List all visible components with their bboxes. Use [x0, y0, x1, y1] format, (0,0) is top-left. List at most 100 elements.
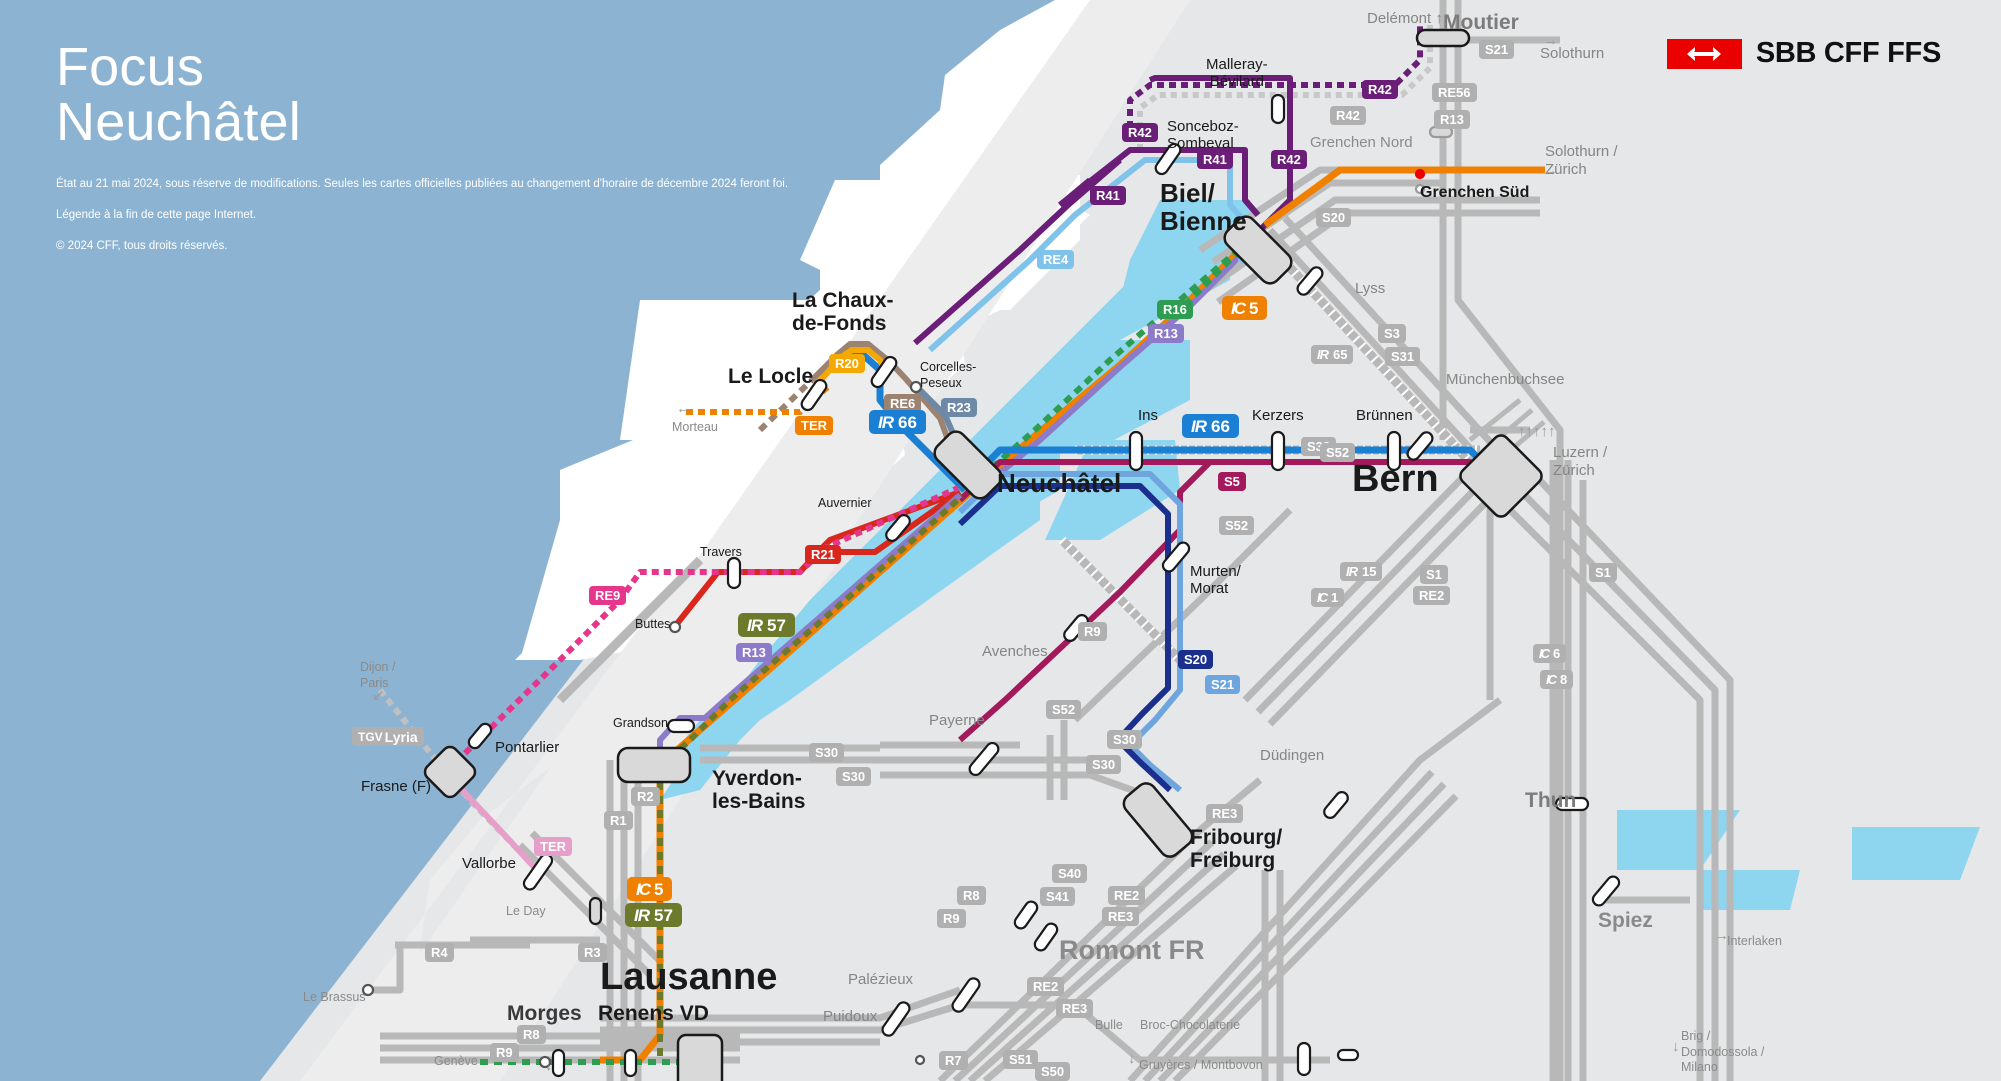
line-badge-s1[interactable]: S1 [1420, 565, 1448, 584]
line-badge-r21[interactable]: R21 [805, 545, 841, 564]
arrow-to-solothurn-zurich: → [1543, 162, 1558, 179]
dot-geneve [538, 1055, 552, 1069]
line-badge-s52[interactable]: S52 [1219, 516, 1255, 535]
product-badge-number: 57 [767, 615, 786, 635]
line-badge-s41[interactable]: S41 [1040, 887, 1076, 906]
sbb-arrow-glyph [1687, 46, 1722, 61]
line-badge-s30[interactable]: S30 [836, 767, 872, 786]
line-badge-re3[interactable]: RE3 [1206, 804, 1244, 823]
line-badge-r8[interactable]: R8 [517, 1025, 546, 1044]
ir-glyph-icon: IR [747, 615, 763, 635]
line-badge-s21[interactable]: S21 [1479, 40, 1515, 59]
line-badge-re9[interactable]: RE9 [589, 586, 627, 605]
line-badge-re2[interactable]: RE2 [1027, 977, 1065, 996]
stn-dudingen [1323, 791, 1349, 819]
line-badge-s50[interactable]: S50 [1035, 1062, 1071, 1081]
line-badge-s52[interactable]: S52 [1046, 700, 1082, 719]
line-badge-r16[interactable]: R16 [1157, 300, 1193, 319]
title-notes: État au 21 mai 2024, sous réserve de mod… [56, 176, 788, 255]
line-badge-r8[interactable]: R8 [957, 886, 986, 905]
line-badge-r42[interactable]: R42 [1271, 150, 1307, 169]
ic-glyph-icon: IC [1539, 646, 1550, 661]
ir-glyph-icon: IR [1346, 564, 1358, 579]
line-badge-re6[interactable]: RE6 [884, 394, 922, 413]
line-badge-r20[interactable]: R20 [829, 354, 865, 373]
line-purple-cdf-biel [913, 157, 1122, 346]
line-badge-s30[interactable]: S30 [1086, 755, 1122, 774]
stn-murten [1161, 541, 1191, 573]
line-badge-r9[interactable]: R9 [1078, 622, 1107, 641]
line-s20-murten [957, 483, 1173, 793]
product-badge-number: 66 [1211, 416, 1230, 436]
line-badge-s30[interactable]: S30 [809, 743, 845, 762]
line-badge-r41[interactable]: R41 [1197, 150, 1233, 169]
line-badge-ter[interactable]: TER [534, 837, 572, 856]
dot-grenchensud [1414, 168, 1426, 180]
line-badge-r9[interactable]: R9 [937, 909, 966, 928]
line-badge-r23[interactable]: R23 [941, 398, 977, 417]
line-badge-re2[interactable]: RE2 [1108, 886, 1146, 905]
line-badge-r13[interactable]: R13 [736, 643, 772, 662]
line-badge-r3[interactable]: R3 [578, 943, 607, 962]
line-badge-s20[interactable]: S20 [1316, 208, 1352, 227]
line-badge-s31[interactable]: S31 [1385, 347, 1421, 366]
station-yverdon [616, 746, 692, 784]
line-badge-s21[interactable]: S21 [1205, 675, 1241, 694]
dot-buttes [668, 620, 682, 634]
station-lausanne [676, 1033, 724, 1081]
line-badge-r1[interactable]: R1 [604, 811, 633, 830]
line-badge-r7[interactable]: R7 [939, 1051, 968, 1070]
ic-glyph-icon: IC [1231, 298, 1246, 318]
line-badge-re56[interactable]: RE56 [1432, 83, 1477, 102]
sbb-logo[interactable]: SBB CFF FFS [1666, 37, 1941, 70]
line-badge-ter[interactable]: TER [795, 416, 833, 435]
line-badge-s3[interactable]: S3 [1378, 324, 1406, 343]
stn-lelocle [800, 378, 828, 412]
stn-vallorbe [522, 853, 554, 891]
stn-lyss [1296, 266, 1324, 296]
stn-payerne [968, 741, 1000, 777]
line-badge-re3[interactable]: RE3 [1056, 999, 1094, 1018]
line-badge-s52[interactable]: S52 [1320, 443, 1356, 462]
arrow-to-brig: ↓ [1672, 1038, 1680, 1055]
line-badge-re3[interactable]: RE3 [1102, 907, 1140, 926]
lake-brienz [1852, 827, 1980, 880]
stn-cdf [870, 355, 898, 389]
line-badge-r42[interactable]: R42 [1362, 80, 1398, 99]
line-badge-r42[interactable]: R42 [1122, 123, 1158, 142]
line-badge-s30[interactable]: S30 [1107, 730, 1143, 749]
line-badge-r42[interactable]: R42 [1330, 106, 1366, 125]
line-badge-s1[interactable]: S1 [1589, 563, 1617, 582]
line-badge-r13[interactable]: R13 [1148, 324, 1184, 343]
line-badge-r41[interactable]: R41 [1090, 186, 1126, 205]
line-badge-s40[interactable]: S40 [1052, 864, 1088, 883]
water-region-france [0, 0, 1090, 1081]
line-badge-r4[interactable]: R4 [425, 943, 454, 962]
line-badge-r2[interactable]: R2 [631, 787, 660, 806]
lake-neuchatel-lower [660, 470, 1040, 770]
line-badge-re4[interactable]: RE4 [1037, 250, 1075, 269]
arrows-to-luzern-zurich: ↑↑↑↑↑ [1518, 423, 1556, 440]
line-badge-r13[interactable]: R13 [1434, 110, 1470, 129]
product-badge-ir-15[interactable]: IR 15 [1340, 562, 1383, 581]
product-badge-number: 15 [1362, 564, 1377, 579]
line-badge-re2[interactable]: RE2 [1413, 586, 1451, 605]
line-badge-s51[interactable]: S51 [1003, 1050, 1039, 1069]
line-badge-s5[interactable]: S5 [1218, 472, 1246, 491]
line-badge-s20[interactable]: S20 [1178, 650, 1214, 669]
line-badge-r9[interactable]: R9 [490, 1043, 519, 1062]
product-badge-number: 8 [1560, 672, 1568, 687]
